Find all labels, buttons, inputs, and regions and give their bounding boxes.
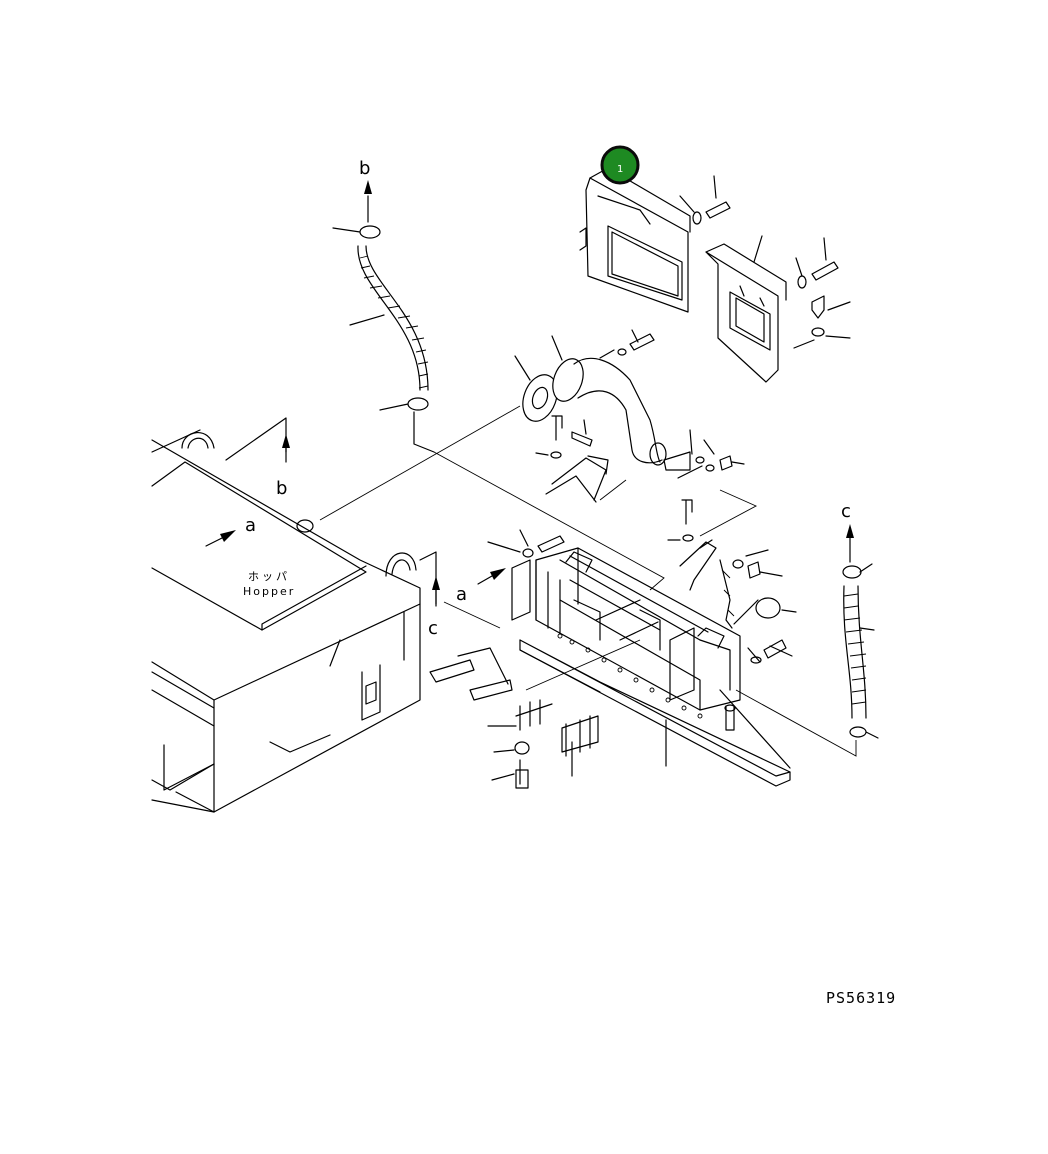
hopper-label-jp: ホッパ	[248, 570, 290, 583]
marker-a-hopper: a	[245, 515, 256, 536]
pipe-assembly	[514, 329, 745, 503]
marker-b-hopper: b	[276, 478, 287, 499]
hopper-assembly	[151, 417, 437, 813]
cover-fasteners	[679, 175, 851, 349]
marker-arrows	[205, 434, 506, 605]
drawing-code: PS56319	[826, 989, 896, 1007]
callout-1[interactable]: 1	[600, 145, 640, 185]
marker-c-right: c	[841, 501, 851, 522]
frame-fasteners	[429, 499, 797, 789]
hopper-label-en: Hopper	[243, 585, 295, 598]
hose-right	[842, 524, 879, 739]
cover-panel-left	[579, 167, 691, 313]
hose-left	[332, 180, 435, 453]
callout-1-number: 1	[617, 164, 623, 175]
marker-a-frame: a	[456, 584, 467, 605]
reference-lines	[319, 405, 857, 757]
cover-panel-right	[705, 243, 787, 383]
base-frame	[511, 547, 791, 787]
marker-b-top: b	[359, 158, 370, 179]
marker-c-hopper: c	[428, 618, 438, 639]
